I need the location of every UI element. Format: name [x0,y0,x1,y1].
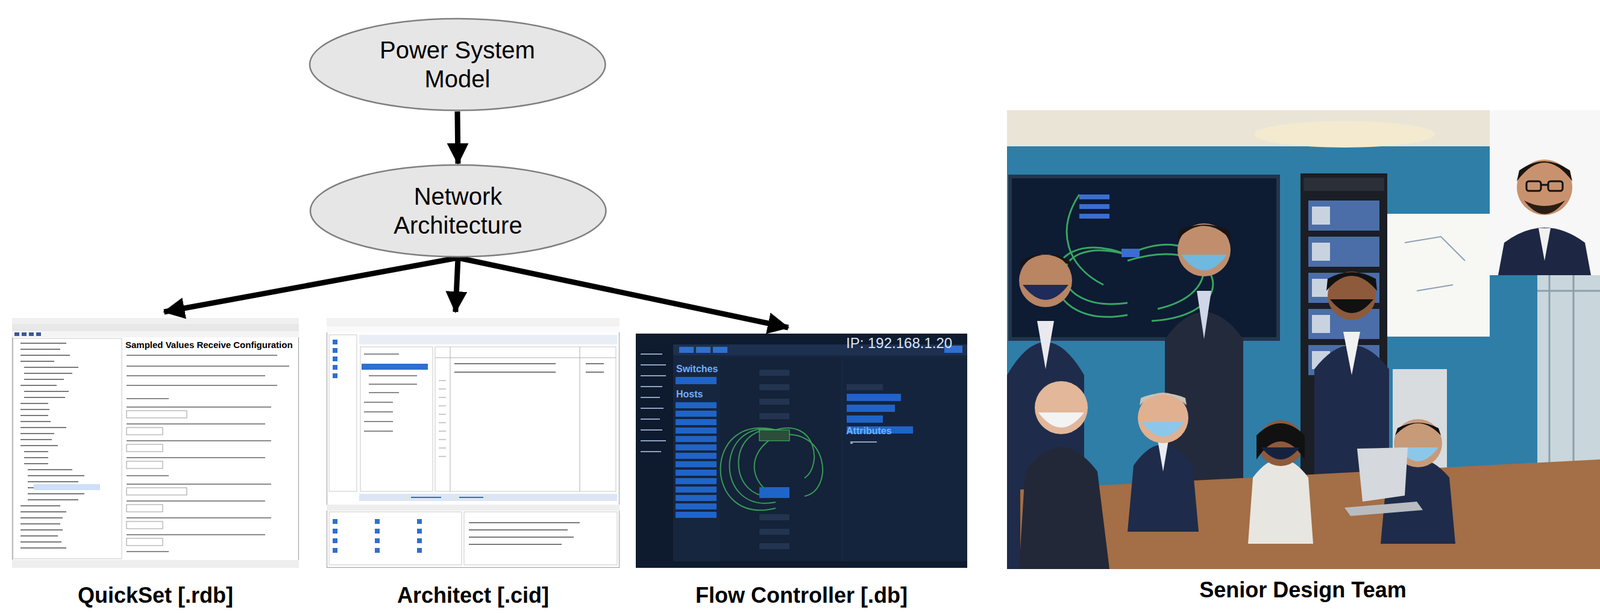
screenshot-box: QuickSet [.rdb] [12,318,299,569]
node-label: Network Architecture [361,181,555,240]
screenshot-box: Architect [.cid] [326,318,620,569]
flow-arrow [455,257,459,313]
screen-text: Attributes [846,425,892,437]
node-label: Power System Model [360,35,554,94]
screenshot-caption: QuickSet [.rdb] [77,583,234,609]
process-ellipse: Power System Model [308,17,607,112]
screen-text: Sampled Values Receive Configuration [125,339,293,351]
flow-arrow [163,257,459,313]
flow-arrow [457,111,459,164]
photo-caption: Senior Design Team [1199,577,1406,604]
ellipse-outline [309,163,607,258]
quickset-screenshot [12,318,299,569]
screen-text: Switches [676,363,718,375]
ellipse-outline [308,17,607,112]
flow-arrow [458,257,789,328]
screenshot-caption: Architect [.cid] [397,583,550,609]
screen-text: Hosts [676,388,703,401]
architect-screenshot [326,318,620,569]
process-ellipse: Network Architecture [309,163,607,258]
screenshot-caption: Flow Controller [.db] [695,583,908,609]
team-photo [1007,110,1600,570]
screen-text: IP: 192.168.1.20 [846,335,953,353]
